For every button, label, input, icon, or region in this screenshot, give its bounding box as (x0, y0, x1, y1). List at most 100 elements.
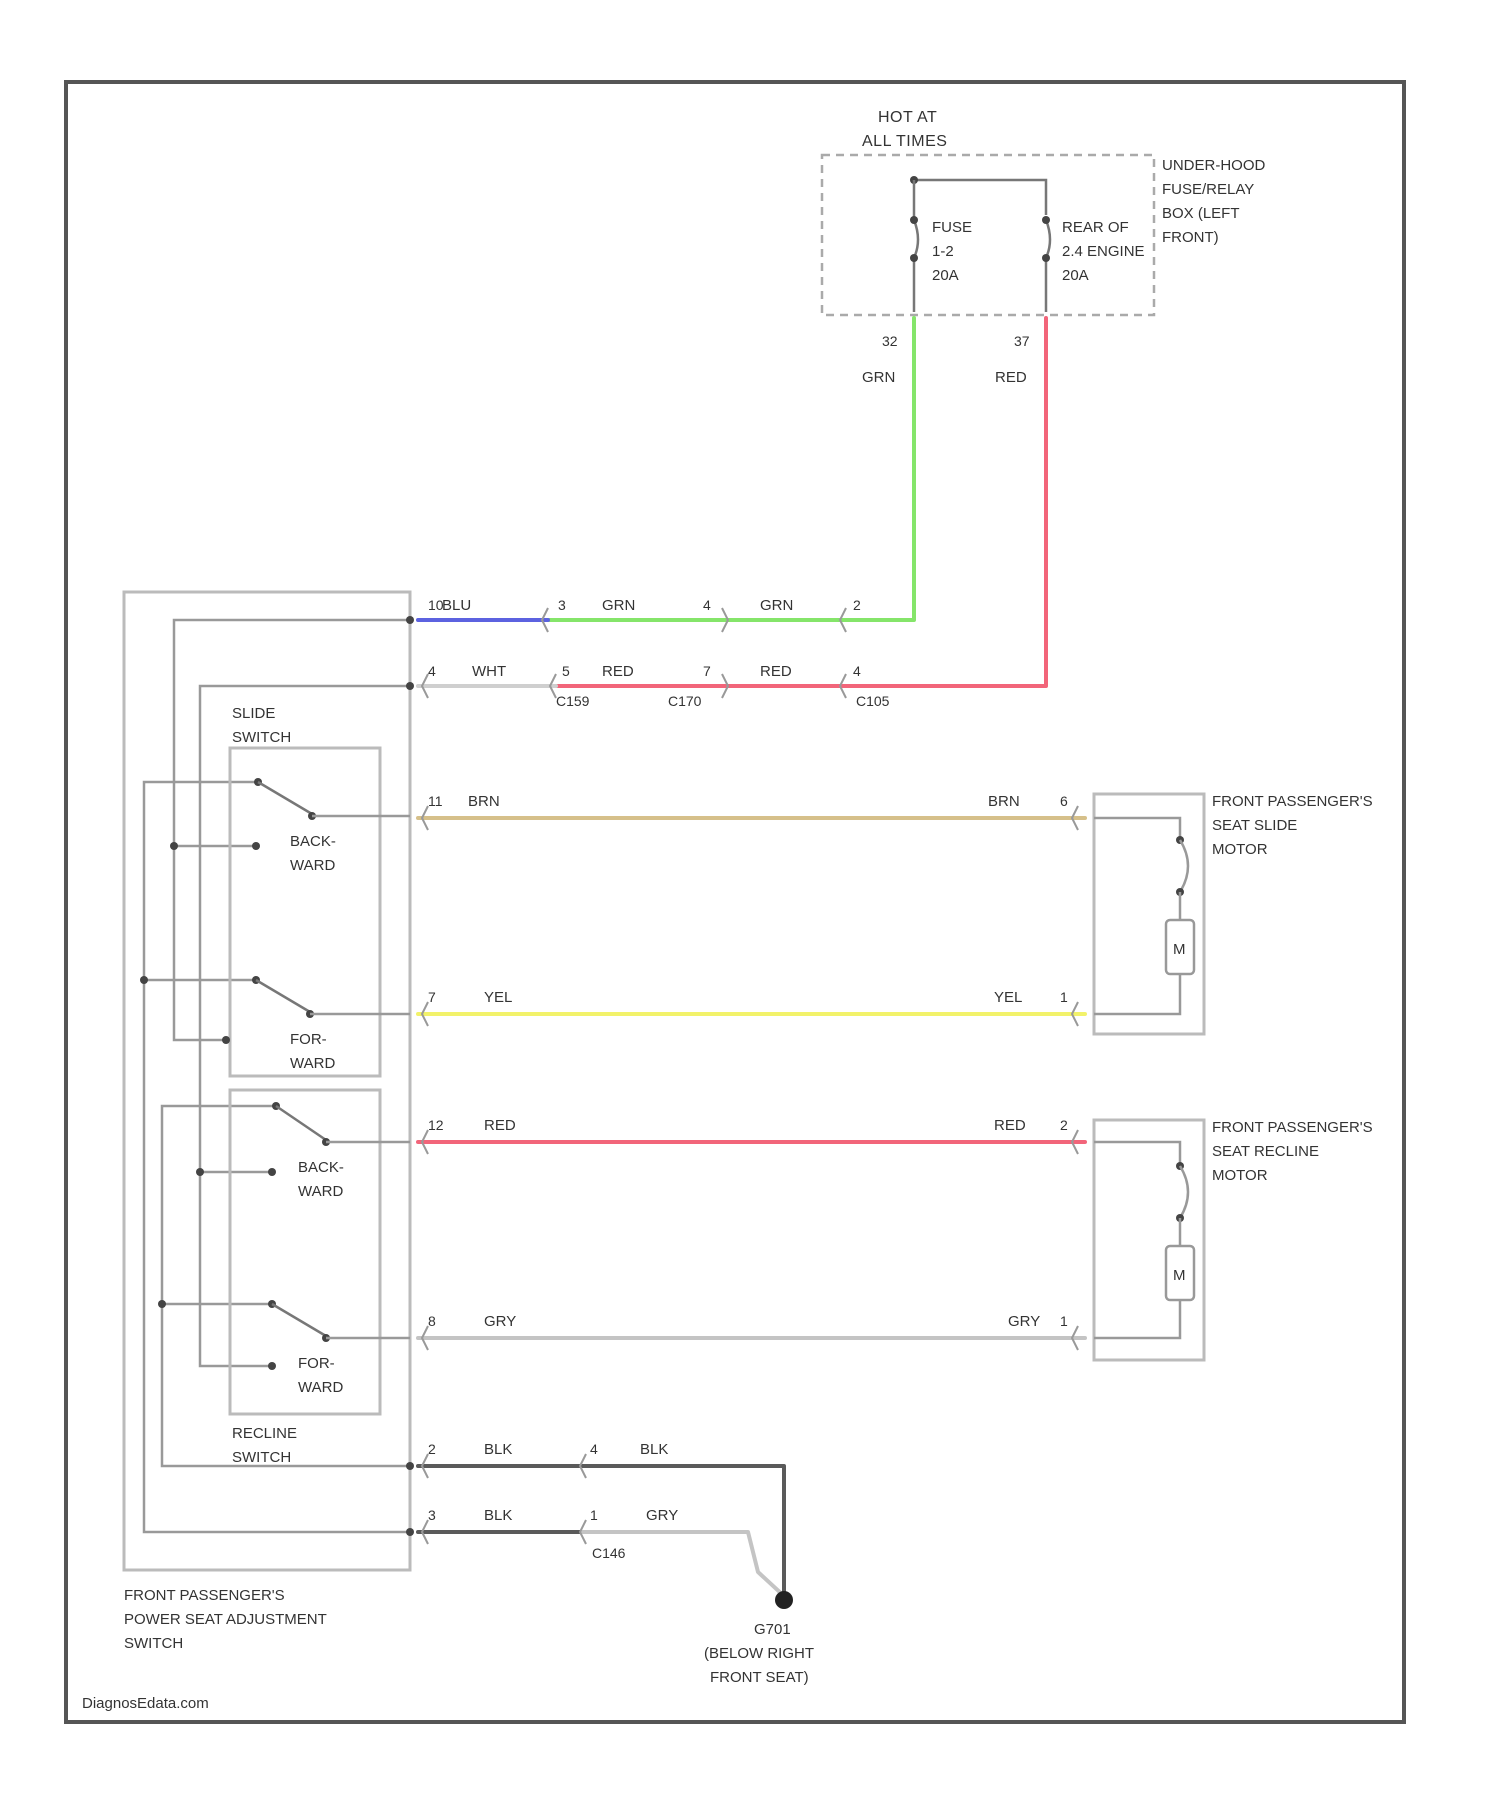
slide-forward-label-1: FOR- (290, 1031, 327, 1048)
pin-red-motor: 2 (1060, 1117, 1068, 1133)
slide-switch-label-2: SWITCH (232, 729, 291, 746)
fuse-2-location: 2.4 ENGINE (1062, 243, 1145, 260)
wire-brn-label-right: BRN (988, 793, 1020, 810)
connector-c105: C105 (856, 693, 890, 709)
slide-motor-m: M (1173, 941, 1186, 958)
wire-red-label-vertical: RED (995, 369, 1027, 386)
wire-yel-label-right: YEL (994, 989, 1022, 1006)
slide-switch-label-1: SLIDE (232, 705, 275, 722)
recline-backward-label-2: WARD (298, 1183, 343, 1200)
slide-motor-label-1: FRONT PASSENGER'S (1212, 793, 1373, 810)
recline-switch-label-2: SWITCH (232, 1449, 291, 1466)
pin-red-c3: 4 (853, 663, 861, 679)
pin-wht-switch: 4 (428, 663, 436, 679)
recline-switch-label-1: RECLINE (232, 1425, 297, 1442)
pin-grn-c2: 4 (703, 597, 711, 613)
wire-wht-label: WHT (472, 663, 506, 680)
pin-blk1-connector: 4 (590, 1441, 598, 1457)
pin-blk2-switch: 3 (428, 1507, 436, 1523)
pin-brn-motor: 6 (1060, 793, 1068, 809)
pin-red-c1: 5 (562, 663, 570, 679)
slide-forward-contact: FOR- WARD (222, 976, 410, 1072)
pin-yel-motor: 1 (1060, 989, 1068, 1005)
wire-blk-label-3: BLK (484, 1507, 512, 1524)
pin-blk2-connector: 1 (590, 1507, 598, 1523)
wire-gry-ground-label: GRY (646, 1507, 678, 1524)
slide-backward-label-1: BACK- (290, 833, 336, 850)
pin-grn-c3: 2 (853, 597, 861, 613)
fuse-bus-bar (914, 180, 1046, 215)
pin-grn-c1: 3 (558, 597, 566, 613)
wire-grn-label-2: GRN (760, 597, 793, 614)
wire-red-label-2: RED (760, 663, 792, 680)
wire-gry-label-left: GRY (484, 1313, 516, 1330)
pin-red-switch: 12 (428, 1117, 444, 1133)
fuse-1-name: FUSE (932, 219, 972, 236)
recline-motor-label-2: SEAT RECLINE (1212, 1143, 1319, 1160)
pin-brn-switch: 11 (428, 793, 443, 809)
ground-icon (775, 1591, 793, 1609)
wire-grn-label-1: GRN (602, 597, 635, 614)
wire-grn-label-vertical: GRN (862, 369, 895, 386)
fuse-1-rating: 20A (932, 267, 959, 284)
fuse-1-number: 1-2 (932, 243, 954, 260)
switch-name-2: POWER SEAT ADJUSTMENT (124, 1611, 327, 1628)
fuse-box-label-1: UNDER-HOOD (1162, 157, 1265, 174)
wire-red-power (556, 318, 1046, 686)
credit-text: DiagnosEdata.com (82, 1695, 209, 1712)
wire-blu-label: BLU (442, 597, 471, 614)
switch-name-1: FRONT PASSENGER'S (124, 1587, 285, 1604)
fuse-2-pin: 37 (1014, 333, 1030, 349)
pin-gry-motor: 1 (1060, 1313, 1068, 1329)
switch-name-3: SWITCH (124, 1635, 183, 1652)
connector-c170: C170 (668, 693, 702, 709)
power-seat-adjustment-switch: SLIDE SWITCH BACK- WARD FOR- WARD (124, 592, 414, 1652)
slide-switch-box (230, 748, 380, 1076)
wire-blk-label-1: BLK (484, 1441, 512, 1458)
connector-ticks-motor (422, 806, 1078, 1350)
pin-yel-switch: 7 (428, 989, 436, 1005)
fuse-rear-of-engine: REAR OF 2.4 ENGINE 20A (1042, 216, 1145, 312)
slide-motor-label-3: MOTOR (1212, 841, 1268, 858)
ground-id: G701 (754, 1621, 791, 1638)
seat-slide-motor: M FRONT PASSENGER'S SEAT SLIDE MOTOR (1094, 793, 1373, 1034)
wire-gry-ground (582, 1532, 784, 1596)
recline-forward-label-2: WARD (298, 1379, 343, 1396)
fuse-box-label-2: FUSE/RELAY (1162, 181, 1254, 198)
fuse-box-label-4: FRONT) (1162, 229, 1219, 246)
pin-blu-switch: 10 (428, 597, 444, 613)
wire-red-label-left: RED (484, 1117, 516, 1134)
recline-motor-box (1094, 1120, 1204, 1360)
slide-forward-label-2: WARD (290, 1055, 335, 1072)
pin-red-c2: 7 (703, 663, 711, 679)
pin-blk1-switch: 2 (428, 1441, 436, 1457)
recline-forward-contact: FOR- WARD (268, 1300, 410, 1396)
wire-yel-label-left: YEL (484, 989, 512, 1006)
bus-blu (174, 620, 410, 1040)
wire-red-label-right: RED (994, 1117, 1026, 1134)
wire-red-label-1: RED (602, 663, 634, 680)
fuse-1-2: FUSE 1-2 20A (910, 180, 972, 312)
ground-point: G701 (BELOW RIGHT FRONT SEAT) (704, 1591, 814, 1686)
recline-forward-label-1: FOR- (298, 1355, 335, 1372)
pin-gry-switch: 8 (428, 1313, 436, 1329)
recline-backward-contact: BACK- WARD (268, 1102, 410, 1200)
seat-recline-motor: M FRONT PASSENGER'S SEAT RECLINE MOTOR (1094, 1119, 1373, 1360)
fuse-2-rating: 20A (1062, 267, 1089, 284)
fuse-box-label-3: BOX (LEFT (1162, 205, 1240, 222)
ground-location-1: (BELOW RIGHT (704, 1645, 814, 1662)
recline-motor-label-3: MOTOR (1212, 1167, 1268, 1184)
slide-backward-contact: BACK- WARD (252, 778, 410, 874)
fuse-relay-box: HOT AT ALL TIMES UNDER-HOOD FUSE/RELAY B… (822, 109, 1265, 349)
slide-motor-box (1094, 794, 1204, 1034)
recline-motor-label-1: FRONT PASSENGER'S (1212, 1119, 1373, 1136)
hot-at-all-times-label-2: ALL TIMES (862, 133, 947, 150)
ground-location-2: FRONT SEAT) (710, 1669, 809, 1686)
fuse-2-name: REAR OF (1062, 219, 1129, 236)
connector-c146: C146 (592, 1545, 626, 1561)
slide-motor-label-2: SEAT SLIDE (1212, 817, 1297, 834)
recline-backward-label-1: BACK- (298, 1159, 344, 1176)
slide-backward-label-2: WARD (290, 857, 335, 874)
recline-motor-m: M (1173, 1267, 1186, 1284)
wire-gry-label-right: GRY (1008, 1313, 1040, 1330)
